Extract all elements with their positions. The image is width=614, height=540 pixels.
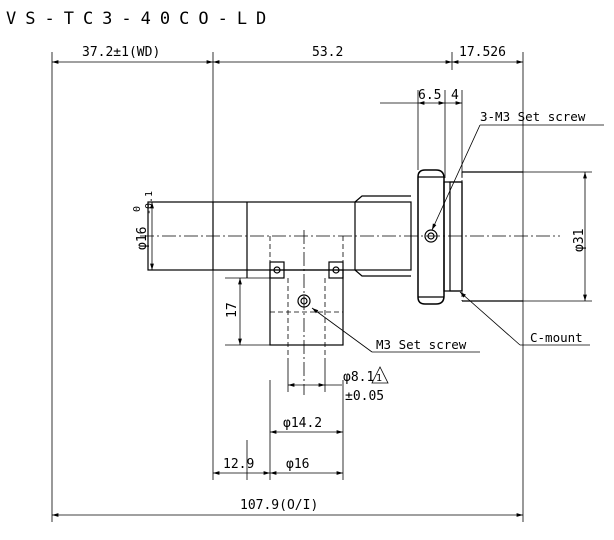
label-m3-text: M3 Set screw [376,337,467,352]
label-c-mount: C-mount [459,291,590,346]
dim-17526-text: 17.526 [459,45,506,60]
dim-wd-text: 37.2±1(WD) [82,45,160,60]
dim-phi31-text: φ31 [572,229,587,252]
dimension-total: 107.9(O/I) [52,498,523,517]
dim-4-text: 4 [451,88,459,103]
dimension-phi16-left: φ16 0 -0.1 [132,191,155,270]
dimension-17526: 17.526 [452,45,523,64]
label-cmount-text: C-mount [530,330,583,345]
model-title: VS-TC3-40CO-LD [6,9,275,29]
c-mount-body [417,169,523,305]
label-m3-set-screw: M3 Set screw [311,307,480,353]
main-tube [147,195,412,278]
label-3m3-set-screw: 3-M3 Set screw [431,109,604,231]
dim-phi142-text: φ14.2 [283,416,322,431]
hidden-lines [269,236,344,270]
dim-phi16-tol2-text: -0.1 [144,191,155,215]
dim-phi16-text: φ16 [135,227,150,250]
dim-total-text: 107.9(O/I) [240,498,318,513]
dimension-17: 17 [225,278,242,345]
dim-17-text: 17 [225,302,240,318]
dim-phi81-text: φ8.1 [343,370,374,385]
dim-phi16-bottom-text: φ16 [286,457,309,472]
dimension-53: 53.2 [213,45,452,64]
dimension-phi81: φ8.1 1 ±0.05 [288,366,389,404]
caution-mark-text: 1 [376,373,382,384]
dim-phi81-tol-text: ±0.05 [345,389,384,404]
dimension-phi142: φ14.2 [270,416,343,434]
lower-branch [269,261,344,360]
dimension-129-phi16: 12.9 φ16 [213,440,344,480]
caution-triangle-icon [371,366,389,384]
dim-65-text: 6.5 [418,88,441,103]
dimension-phi31: φ31 [572,172,587,301]
dim-phi16-tol-text: 0 [132,206,143,212]
extension-lines [51,52,592,522]
dimension-wd: 37.2±1(WD) [52,45,213,64]
dim-129-text: 12.9 [223,457,254,472]
label-3m3-text: 3-M3 Set screw [480,109,586,124]
dim-53-text: 53.2 [312,45,343,60]
dimension-65-4: 6.5 4 [380,88,462,105]
